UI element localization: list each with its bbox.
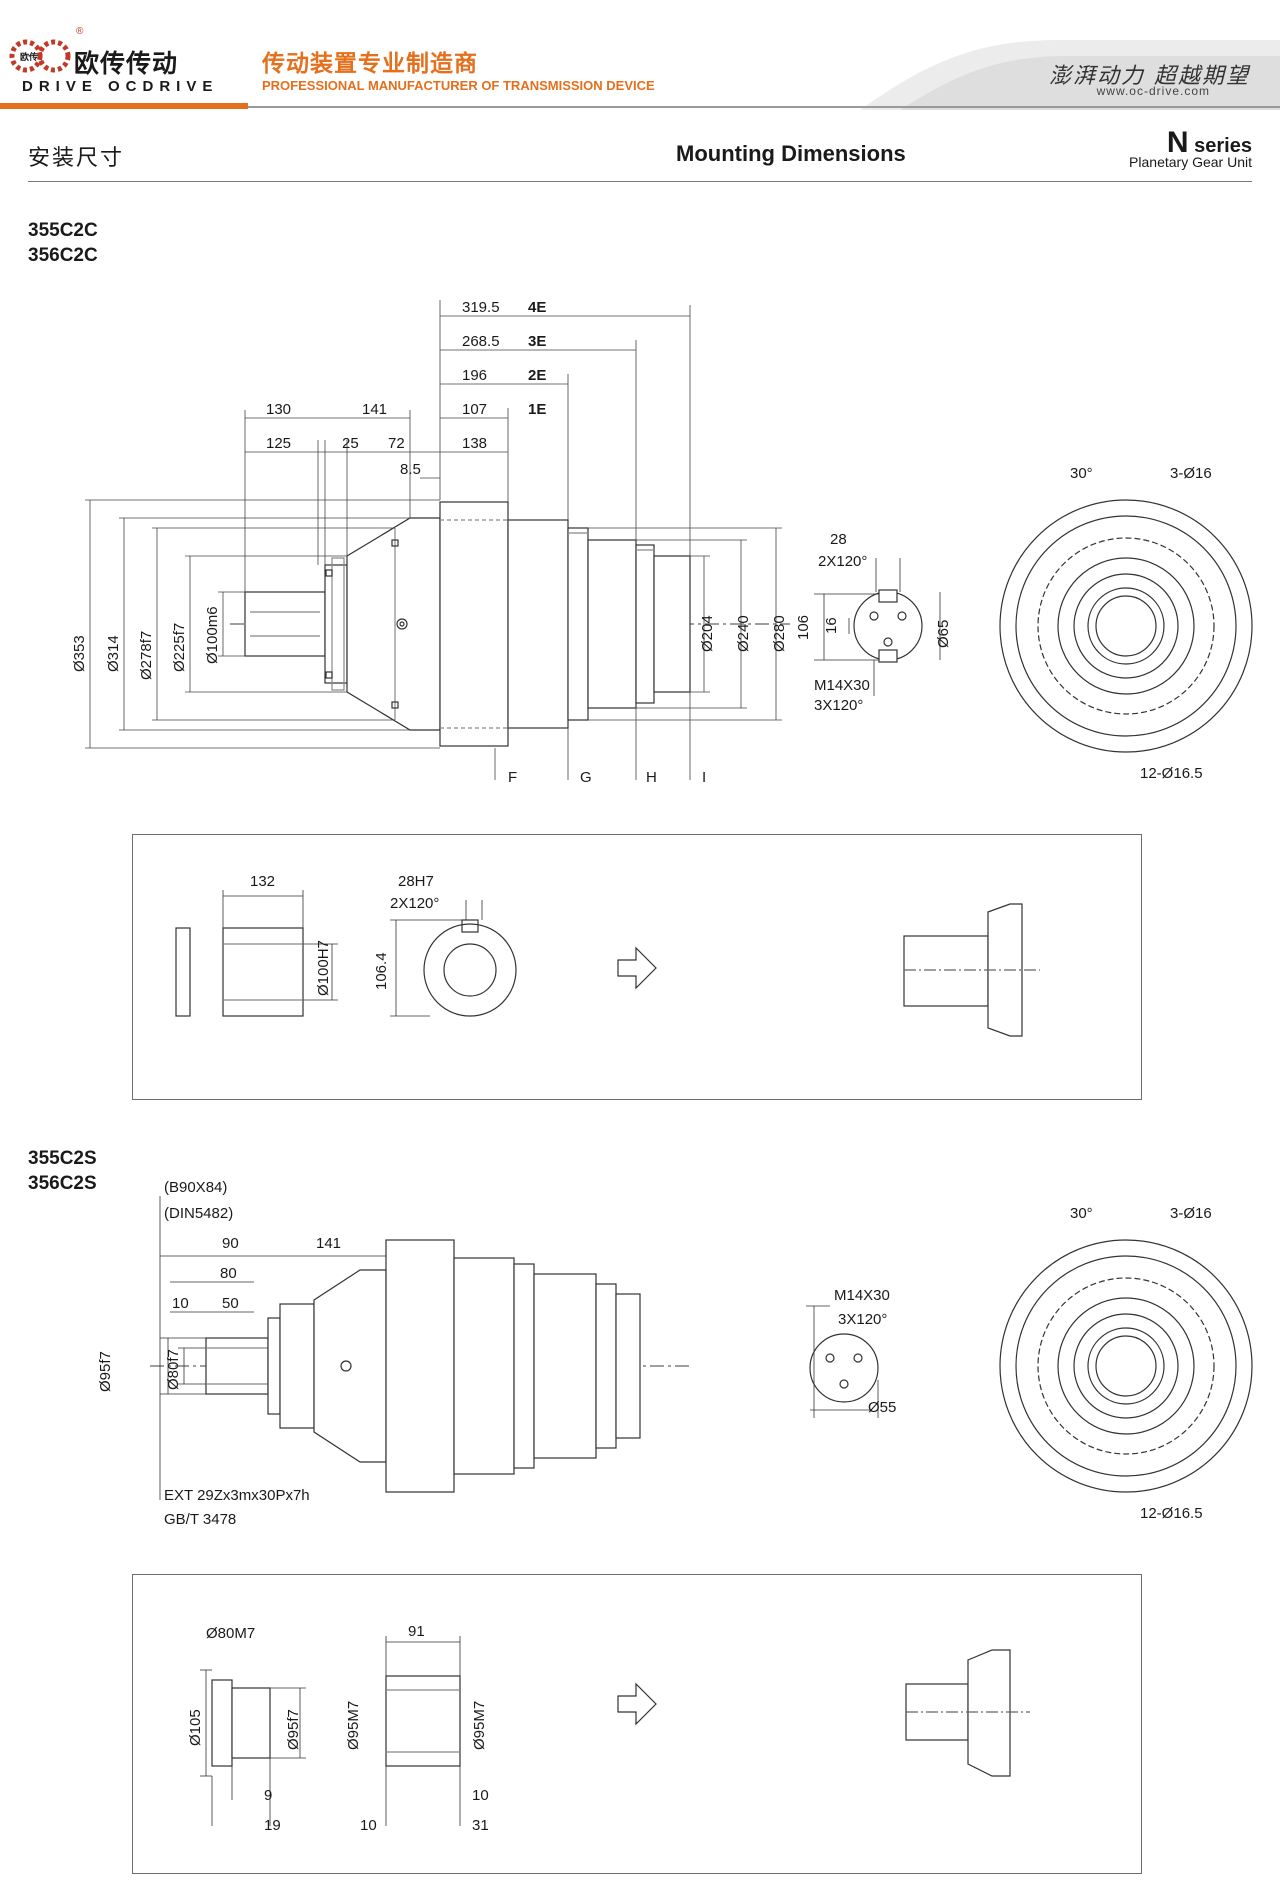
model-code: 355C2C <box>28 220 98 241</box>
s2-key-3x120: 3X120° <box>838 1311 887 1328</box>
brand-name-cn: 欧传传动 <box>74 50 179 78</box>
dim-25: 25 <box>342 435 359 452</box>
dim-2e-label: 2E <box>528 367 546 384</box>
dim-319-5: 319.5 <box>462 299 500 316</box>
page-title-en: Mounting Dimensions <box>676 141 906 166</box>
dim-4e-label: 4E <box>528 299 546 316</box>
header-divider <box>248 106 1280 108</box>
website-url: www.oc-drive.com <box>1096 84 1210 98</box>
dim-o353: Ø353 <box>71 635 88 672</box>
spline-standard: GB/T 3478 <box>164 1511 236 1528</box>
series-label: N series <box>1167 126 1252 160</box>
s2-key-m14: M14X30 <box>834 1287 890 1304</box>
dim-o100: Ø100m6 <box>204 606 221 664</box>
series-subtitle: Planetary Gear Unit <box>1129 154 1252 170</box>
marker-i: I <box>702 769 706 786</box>
s2-flange-angle-30: 30° <box>1070 1205 1093 1222</box>
marker-f: F <box>508 769 517 786</box>
assembly-box-1 <box>132 834 1142 1100</box>
dim-107: 107 <box>462 401 487 418</box>
brand-name-en: DRIVE OCDRIVE <box>22 78 219 95</box>
shaft-end-view-2 <box>806 1305 879 1418</box>
key-dim-m14: M14X30 <box>814 677 870 694</box>
s2-flange-holes-12: 12-Ø16.5 <box>1140 1505 1203 1522</box>
dim-o225: Ø225f7 <box>171 623 188 672</box>
svg-text:欧传: 欧传 <box>20 51 38 62</box>
gearbox-side-view-1 <box>230 501 790 747</box>
s2-dim-10: 10 <box>172 1295 189 1312</box>
spline-ext-spec: EXT 29Zx3mx30Px7h <box>164 1487 310 1504</box>
s2-dim-141: 141 <box>316 1235 341 1252</box>
dim-125: 125 <box>266 435 291 452</box>
flange-face-view-2 <box>999 1239 1253 1493</box>
model-code: 356C2C <box>28 245 98 266</box>
dim-268-5: 268.5 <box>462 333 500 350</box>
title-rule <box>28 181 1252 182</box>
header-accent-bar <box>0 103 248 109</box>
s2-dim-o80: Ø80f7 <box>165 1349 182 1390</box>
registered-mark: ® <box>76 26 84 37</box>
tagline-cn: 传动装置专业制造商 <box>262 50 478 76</box>
slogan: 澎湃动力 超越期望 <box>1049 64 1250 89</box>
dim-130: 130 <box>266 401 291 418</box>
s2-dim-50: 50 <box>222 1295 239 1312</box>
s2-flange-holes-3: 3-Ø16 <box>1170 1205 1212 1222</box>
dim-196: 196 <box>462 367 487 384</box>
dim-o278: Ø278f7 <box>138 631 155 680</box>
assembly-box-2 <box>132 1574 1142 1874</box>
header-background <box>860 40 1280 110</box>
series-letter: N <box>1166 126 1189 159</box>
key-dim-3x120: 3X120° <box>814 697 863 714</box>
spline-b90: (B90X84) <box>164 1179 227 1196</box>
dim-8-5: 8.5 <box>400 461 421 478</box>
flange-angle-30: 30° <box>1070 465 1093 482</box>
dim-o240: Ø240 <box>735 615 752 652</box>
dim-141: 141 <box>362 401 387 418</box>
dim-3e-label: 3E <box>528 333 546 350</box>
model-code: 355C2S <box>28 1148 97 1169</box>
dim-138: 138 <box>462 435 487 452</box>
gearbox-side-view-2 <box>150 1196 690 1500</box>
logo-icon: 欧传 <box>9 39 71 73</box>
page-title-cn: 安装尺寸 <box>28 145 125 170</box>
s2-dim-80: 80 <box>220 1265 237 1282</box>
series-word: series <box>1194 135 1252 157</box>
model-code: 356C2S <box>28 1173 97 1194</box>
flange-holes-12: 12-Ø16.5 <box>1140 765 1203 782</box>
flange-holes-3: 3-Ø16 <box>1170 465 1212 482</box>
model-list-2: 355C2S 356C2S <box>28 1146 97 1196</box>
dimension-lines-1 <box>85 300 782 780</box>
dim-o204: Ø204 <box>699 615 716 652</box>
dim-o280: Ø280 <box>771 615 788 652</box>
s2-dim-o95: Ø95f7 <box>97 1351 114 1392</box>
spline-din: (DIN5482) <box>164 1205 233 1222</box>
dim-72: 72 <box>388 435 405 452</box>
key-dim-2x120: 2X120° <box>818 553 867 570</box>
page-header: 欧传 ® 欧传传动 DRIVE OCDRIVE 传动装置专业制造商 PROFES… <box>0 0 1280 110</box>
dim-1e-label: 1E <box>528 401 546 418</box>
tagline-en: PROFESSIONAL MANUFACTURER OF TRANSMISSIO… <box>262 78 655 93</box>
s2-key-o55: Ø55 <box>868 1399 896 1416</box>
shaft-end-view-1 <box>814 558 941 696</box>
marker-h: H <box>646 769 657 786</box>
key-dim-o65: Ø65 <box>935 620 952 648</box>
key-dim-16: 16 <box>823 617 840 634</box>
key-dim-106: 106 <box>795 615 812 640</box>
s2-dim-90: 90 <box>222 1235 239 1252</box>
dim-o314: Ø314 <box>105 635 122 672</box>
marker-g: G <box>580 769 592 786</box>
model-list-1: 355C2C 356C2C <box>28 218 98 268</box>
key-dim-28: 28 <box>830 531 847 548</box>
flange-face-view-1 <box>999 499 1253 753</box>
